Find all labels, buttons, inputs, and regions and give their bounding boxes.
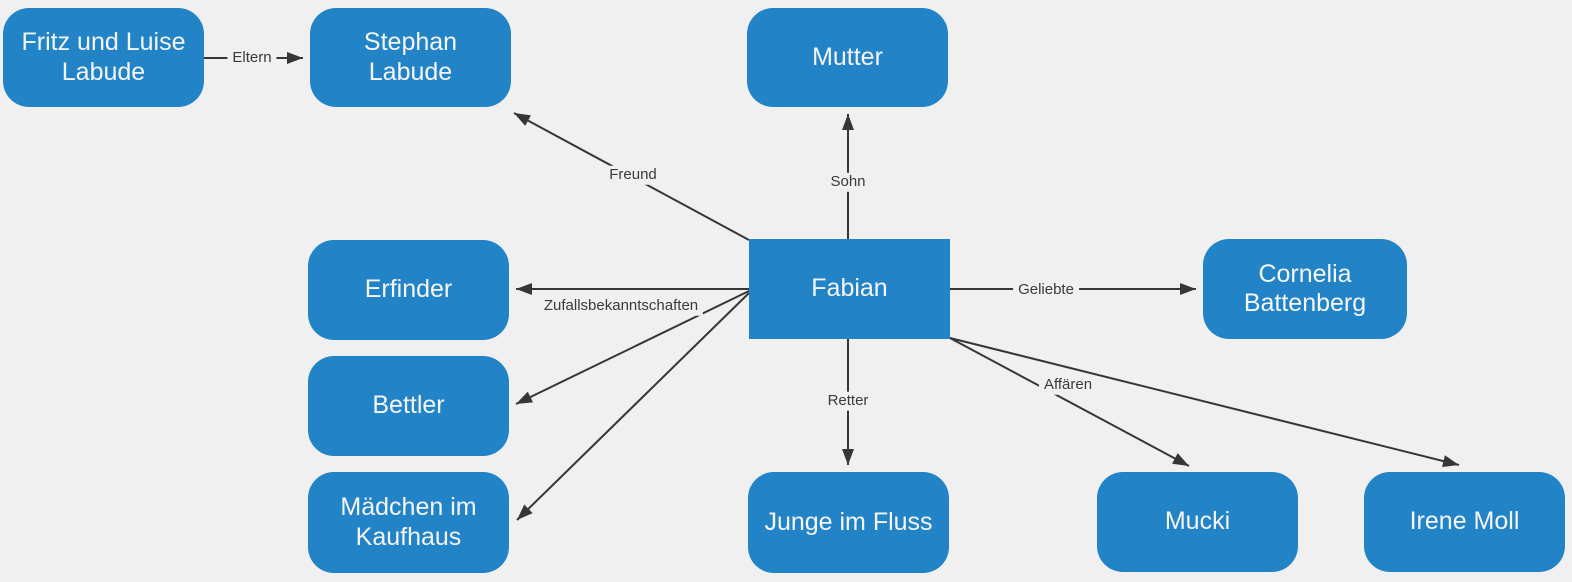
- edge-zufallsbekanntschaft-2: [515, 290, 750, 405]
- edge-affaeren-2: [949, 337, 1460, 467]
- node-stephan-labude[interactable]: Stephan Labude: [310, 8, 511, 107]
- edge-label-geliebte: Geliebte: [1013, 280, 1079, 300]
- node-erfinder[interactable]: Erfinder: [308, 240, 509, 340]
- edge-label-retter: Retter: [822, 391, 874, 411]
- node-fabian[interactable]: Fabian: [749, 239, 950, 339]
- node-junge-im-fluss[interactable]: Junge im Fluss: [748, 472, 949, 573]
- node-maedchen-im-kaufhaus[interactable]: Mädchen im Kaufhaus: [308, 472, 509, 573]
- edge-label-freund: Freund: [604, 165, 662, 185]
- node-irene-moll[interactable]: Irene Moll: [1364, 472, 1565, 572]
- edge-zufallsbekanntschaft-3: [516, 292, 750, 521]
- edge-label-sohn: Sohn: [825, 172, 871, 192]
- node-bettler[interactable]: Bettler: [308, 356, 509, 456]
- edge-affaeren-1: [949, 337, 1190, 467]
- node-mutter[interactable]: Mutter: [747, 8, 948, 107]
- node-mucki[interactable]: Mucki: [1097, 472, 1298, 572]
- edge-label-eltern: Eltern: [227, 48, 277, 68]
- edge-label-zufallsbekanntschaft-1: Zufallsbekanntschaften: [538, 296, 704, 316]
- node-fritz-und-luise-labude[interactable]: Fritz und Luise Labude: [3, 8, 204, 107]
- edge-label-affaeren-1: Affären: [1038, 375, 1098, 395]
- node-cornelia-battenberg[interactable]: Cornelia Battenberg: [1203, 239, 1407, 339]
